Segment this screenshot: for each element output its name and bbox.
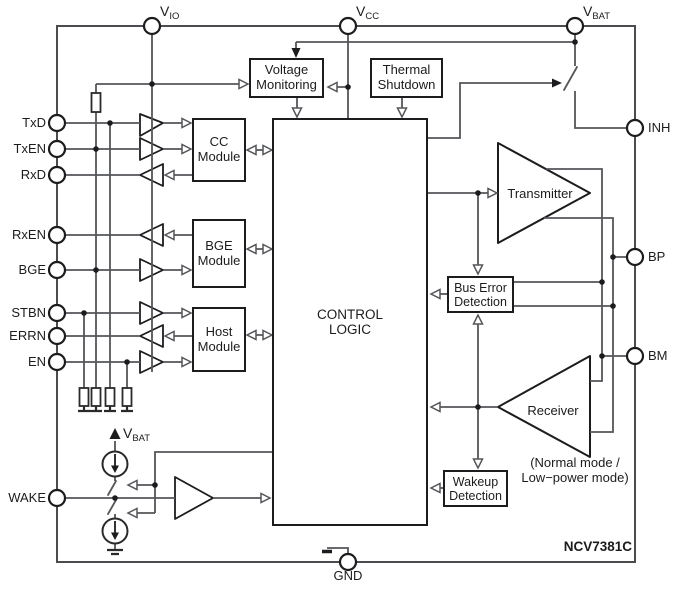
pin-circles <box>47 16 645 572</box>
pin-bm <box>625 346 645 366</box>
resistor-grounds <box>78 406 133 413</box>
host-module-block: Host Module <box>192 307 246 372</box>
pin-gnd <box>338 552 358 572</box>
voltage-monitoring-block: Voltage Monitoring <box>249 58 324 98</box>
bge-module-block: BGE Module <box>192 219 246 288</box>
wires <box>65 34 627 553</box>
pin-label-txen: TxEN <box>13 141 47 156</box>
solid-arrowheads <box>291 48 562 88</box>
pin-label-rxd: RxD <box>20 167 46 182</box>
resistors <box>78 92 133 407</box>
receiver-label: Receiver <box>527 403 579 418</box>
pin-label-inh: INH <box>648 120 671 135</box>
wakeup-detection-block: Wakeup Detection <box>443 470 508 507</box>
pin-errn <box>47 326 67 346</box>
pin-label-txd: TxD <box>22 115 46 130</box>
pin-label-vcc: VCC <box>356 3 380 22</box>
pin-txd <box>47 113 67 133</box>
pull-resistor-icon <box>78 387 90 407</box>
pin-label-bp: BP <box>648 249 666 264</box>
pin-label-en: EN <box>27 354 46 369</box>
pin-vcc <box>338 16 358 36</box>
part-number: NCV7381C <box>563 539 632 554</box>
cc-module-block: CC Module <box>192 118 246 182</box>
ground-icon <box>107 548 123 556</box>
junction-dots <box>81 39 616 501</box>
wake-buffer-icon <box>174 476 214 520</box>
pin-label-bge: BGE <box>18 262 46 277</box>
pin-label-wake: WAKE <box>8 490 46 505</box>
inh-switch-icon <box>563 66 578 91</box>
open-arrowheads <box>126 78 499 519</box>
transmitter-label: Transmitter <box>507 186 573 201</box>
pin-label-rxen: RxEN <box>12 227 46 242</box>
pin-bp <box>625 247 645 267</box>
vio-resistor-icon <box>90 92 102 113</box>
pin-vio <box>142 16 162 36</box>
internal-vbat-label: VBAT <box>123 425 151 444</box>
pin-rxd <box>47 165 67 185</box>
pin-label-vbat: VBAT <box>583 3 611 22</box>
pin-txen <box>47 139 67 159</box>
pin-bge <box>47 260 67 280</box>
bus-error-detection-block: Bus Error Detection <box>447 276 514 313</box>
receiver-triangle <box>497 355 591 458</box>
pull-resistor-icon <box>104 387 116 407</box>
pin-vbat <box>565 16 585 36</box>
wake-lower-switch-icon <box>107 499 117 515</box>
pin-label-vio: VIO <box>160 3 180 22</box>
mode-note: (Normal mode / Low−power mode) <box>521 455 629 485</box>
pull-resistor-icon <box>121 387 133 407</box>
pin-label-errn: ERRN <box>9 328 46 343</box>
vbat-up-arrow-icon <box>109 428 121 439</box>
current-sources <box>101 428 129 556</box>
pin-label-gnd: GND <box>333 568 363 583</box>
pin-label-stbn: STBN <box>11 305 46 320</box>
wake-upper-switch-icon <box>107 480 117 496</box>
pin-inh <box>625 118 645 138</box>
thermal-shutdown-block: Thermal Shutdown <box>370 58 443 98</box>
pin-wake <box>47 488 67 508</box>
pin-label-bm: BM <box>648 348 668 363</box>
pin-rxen <box>47 225 67 245</box>
switch-blades <box>107 66 578 515</box>
pin-stbn <box>47 303 67 323</box>
pin-en <box>47 352 67 372</box>
control-logic-block: CONTROL LOGIC <box>272 118 428 526</box>
pull-resistor-icon <box>90 387 102 407</box>
